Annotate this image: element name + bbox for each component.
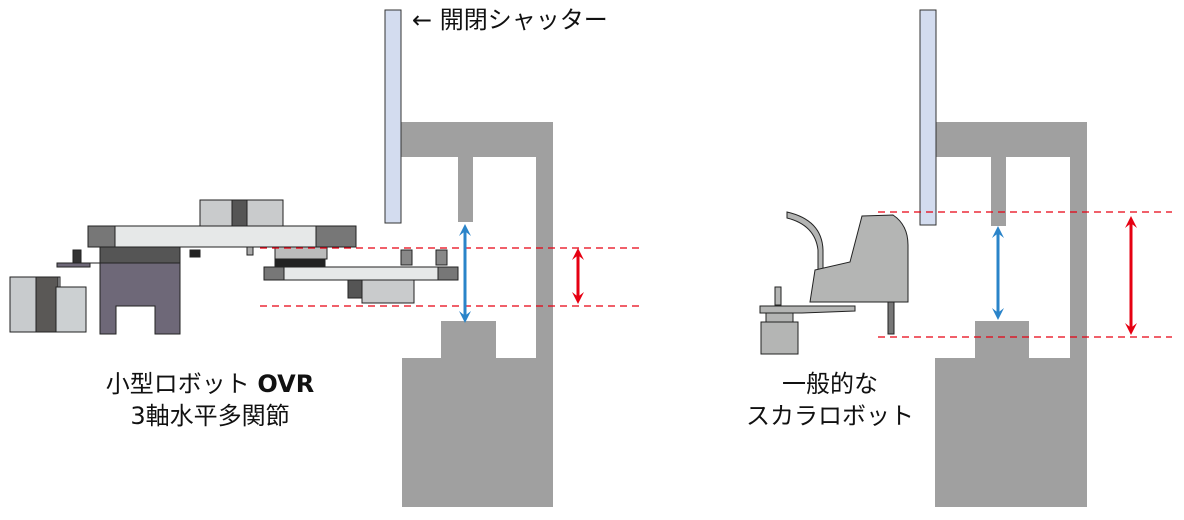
right-dashed-lines bbox=[878, 211, 1172, 338]
left-caption: 小型ロボット OVR 3軸水平多関節 bbox=[60, 368, 360, 432]
shutter-label: ← 開閉シャッター bbox=[412, 4, 608, 36]
scara-robot bbox=[759, 211, 909, 355]
ovr-robot bbox=[9, 199, 459, 335]
right-shutter bbox=[919, 9, 937, 226]
left-caption-line1: 小型ロボット bbox=[105, 370, 250, 398]
left-caption-product: OVR bbox=[257, 370, 315, 398]
shutter-label-text: 開閉シャッター bbox=[439, 6, 608, 34]
left-shutter bbox=[384, 9, 402, 224]
right-enclosure bbox=[935, 122, 1087, 507]
left-enclosure bbox=[400, 122, 553, 507]
left-caption-line2: 3軸水平多関節 bbox=[130, 402, 290, 430]
right-caption: 一般的な スカラロボット bbox=[710, 368, 950, 432]
right-caption-line2: スカラロボット bbox=[746, 402, 914, 430]
shutter-arrow-icon: ← bbox=[412, 6, 433, 34]
right-caption-line1: 一般的な bbox=[782, 370, 878, 398]
